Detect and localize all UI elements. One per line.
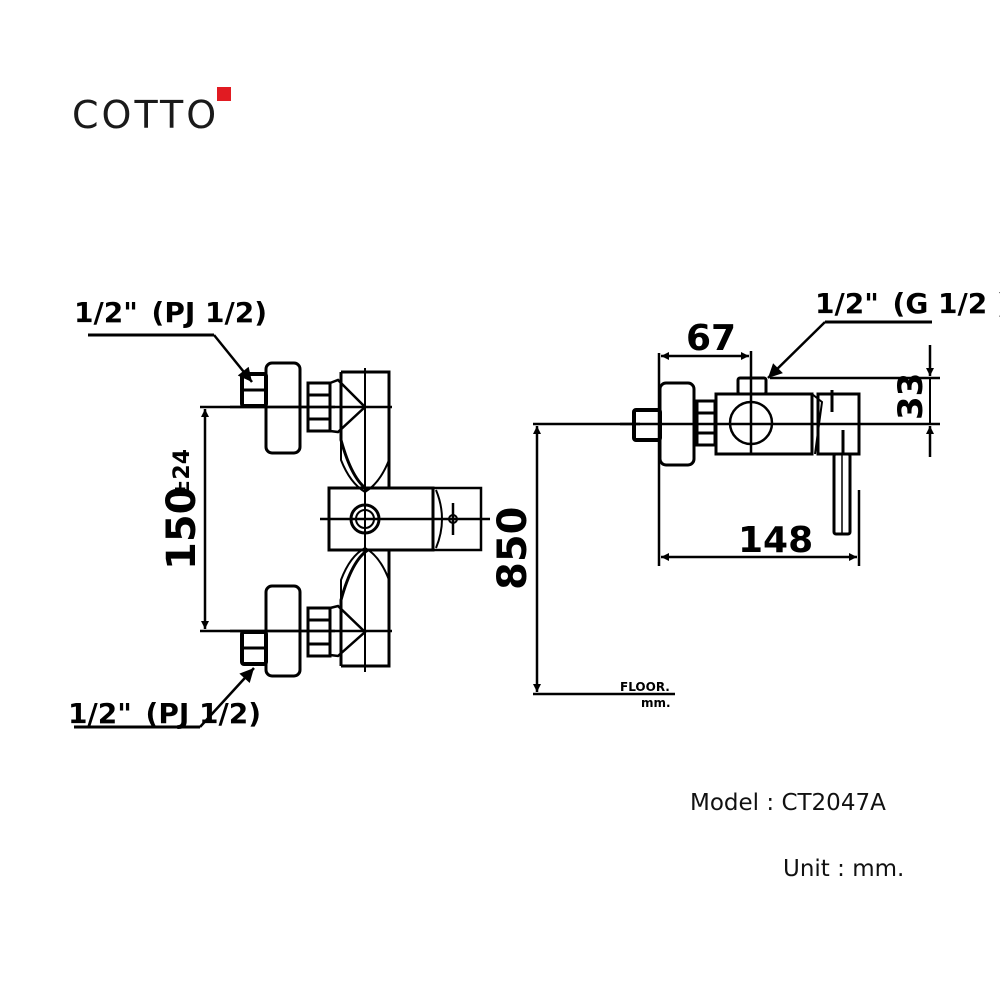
- bottom-inlet-size: 1/2" (PJ 1/2): [68, 697, 261, 730]
- unit-value: mm.: [852, 856, 905, 882]
- brand-logo-square: [217, 87, 231, 101]
- outlet-height-dimension: 33: [770, 345, 940, 457]
- bottom-inlet-callout: 1/2" (PJ 1/2): [68, 667, 261, 730]
- outlet-height-value: 33: [891, 373, 931, 420]
- outlet-size: 1/2" (G 1/2 ): [815, 287, 1000, 320]
- height-from-floor-dimension: 850 FLOOR. mm.: [490, 422, 675, 710]
- inlet-spacing-tolerance: ±24: [170, 449, 195, 498]
- inlet-spacing-dimension: 150 ±24: [159, 405, 335, 633]
- top-inlet-size: 1/2" (PJ 1/2): [74, 296, 267, 329]
- total-depth-dimension: 148: [661, 490, 861, 566]
- unit-info: Unit : mm.: [783, 856, 904, 882]
- total-depth-value: 148: [738, 520, 813, 561]
- depth-to-outlet-dimension: 67: [657, 318, 753, 566]
- model-info: Model : CT2047A: [690, 790, 886, 816]
- floor-unit: mm.: [641, 696, 671, 710]
- model-value: CT2047A: [781, 790, 886, 816]
- outlet-callout: 1/2" (G 1/2 ): [767, 287, 1000, 379]
- brand-logo: COTTO: [72, 93, 220, 137]
- valve-body: [320, 368, 490, 672]
- top-inlet-callout: 1/2" (PJ 1/2): [74, 296, 267, 383]
- side-view: 850 FLOOR. mm. 1/2" (G 1/2 ) 67: [490, 287, 1000, 710]
- leader-arrow: [199, 667, 255, 728]
- inlet-spacing-value: 150: [159, 487, 205, 571]
- side-valve-body: [620, 376, 940, 536]
- height-from-floor-value: 850: [490, 507, 536, 591]
- unit-separator: :: [837, 856, 845, 882]
- bottom-inlet-assembly: [230, 584, 392, 678]
- front-view: 1/2" (PJ 1/2) 1/2" (PJ 1/2): [68, 296, 490, 730]
- model-label: Model: [690, 790, 760, 816]
- top-inlet-assembly: [230, 361, 392, 455]
- floor-label: FLOOR.: [620, 680, 670, 694]
- model-separator: :: [766, 790, 775, 816]
- depth-to-outlet-value: 67: [686, 318, 736, 359]
- unit-label: Unit: [783, 856, 830, 882]
